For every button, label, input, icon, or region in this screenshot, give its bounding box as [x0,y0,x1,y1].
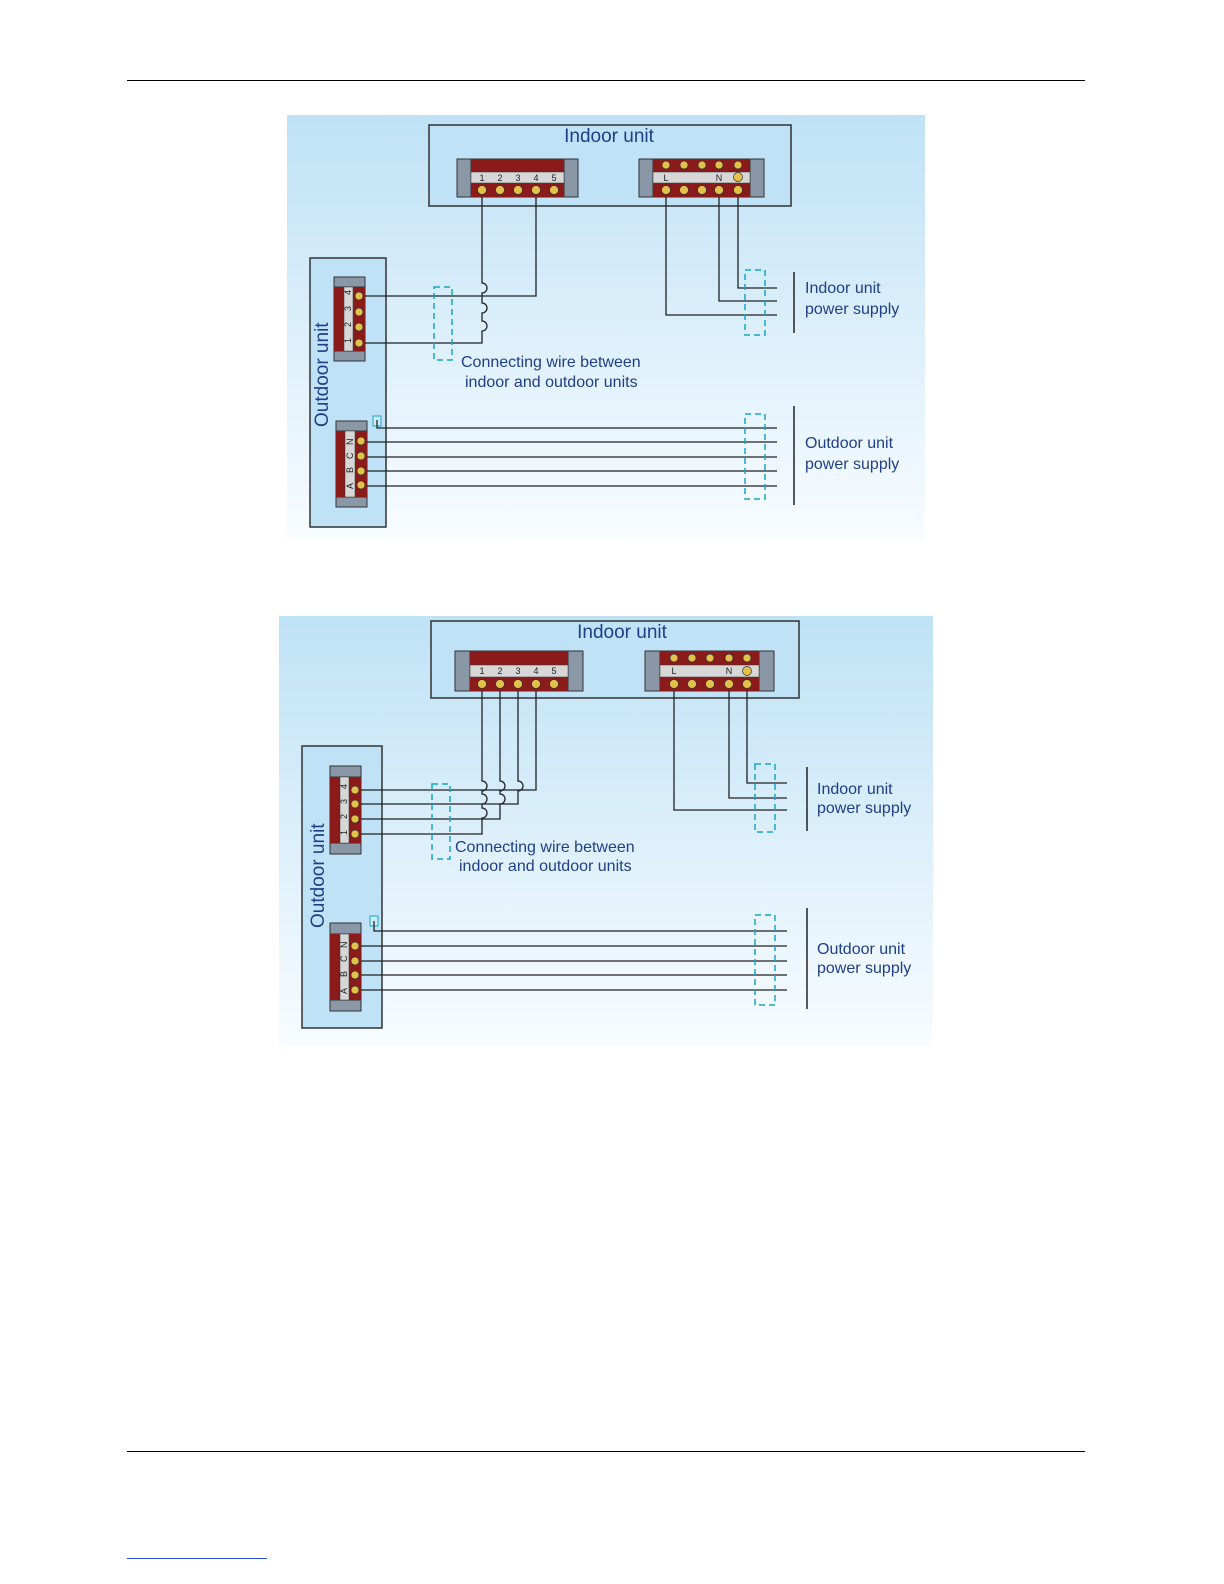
indoor-supply-label-1: Indoor unit [817,781,893,798]
ground-icon [733,172,743,182]
outdoor-terminal-2: 2 [343,322,353,327]
connecting-wire [365,197,537,297]
terminal-L: L [671,666,676,676]
connecting-wire-label-2: indoor and outdoor units [465,374,638,391]
connecting-wire [361,691,524,805]
indoor-signal-terminal-block: 1 2 3 4 5 [456,158,579,198]
outdoor-terminal-A: A [345,483,355,489]
indoor-power-terminal-block: L N [638,158,765,198]
wiring-diagram-1: Indoor unit 1 2 3 4 5 L N [287,115,925,540]
indoor-power-wire [673,691,787,811]
terminal-1: 1 [479,173,484,183]
outdoor-terminal-N: N [339,942,349,949]
connecting-wire-shield [431,783,451,860]
indoor-power-wire [746,691,787,784]
terminal-2: 2 [497,173,502,183]
outdoor-power-wire [376,420,777,429]
outdoor-terminal-C: C [345,452,355,459]
outdoor-unit-title: Outdoor unit [312,322,333,427]
outdoor-terminal-2: 2 [339,814,349,819]
outdoor-supply-shield [744,413,766,500]
outdoor-supply-label-1: Outdoor unit [805,435,894,452]
outdoor-terminal-N: N [345,439,355,446]
outdoor-power-wire [373,921,787,932]
wiring-diagram-2: Indoor unit 1 2 3 4 5 L N O [279,616,933,1046]
terminal-L: L [663,173,668,183]
terminal-1: 1 [479,666,484,676]
indoor-power-terminal-block: L N [644,650,775,692]
terminal-4: 4 [533,173,538,183]
outdoor-terminal-1: 1 [343,338,353,343]
terminal-4: 4 [533,666,538,676]
connecting-wire [361,691,537,791]
terminal-3: 3 [515,666,520,676]
ground-icon [742,666,752,676]
connecting-wire-shield [433,286,453,361]
outdoor-terminal-A: A [339,988,349,994]
outdoor-signal-terminal-block: 1 2 3 4 [333,276,366,362]
terminal-3: 3 [515,173,520,183]
connecting-wire-label-1: Connecting wire between [455,839,635,856]
wiring [361,691,787,991]
outdoor-terminal-B: B [339,971,349,977]
outdoor-supply-label-2: power supply [805,456,899,473]
outdoor-terminal-1: 1 [339,830,349,835]
indoor-unit-title: Indoor unit [577,622,668,643]
connecting-wire [365,197,488,344]
indoor-supply-shield [754,763,776,833]
outdoor-terminal-3: 3 [339,799,349,804]
indoor-power-wire [737,197,777,289]
indoor-power-wire [665,197,777,316]
outdoor-supply-label-2: power supply [817,960,911,977]
connecting-wire-label-2: indoor and outdoor units [459,858,632,875]
outdoor-unit-title: Outdoor unit [308,823,329,928]
outdoor-terminal-4: 4 [339,784,349,789]
outdoor-supply-label-1: Outdoor unit [817,941,906,958]
indoor-unit-title: Indoor unit [564,126,655,147]
footer-rule [127,1451,1085,1452]
connecting-wire [361,691,488,835]
indoor-supply-label-2: power supply [817,800,911,817]
outdoor-terminal-4: 4 [343,290,353,295]
outdoor-supply-shield [754,914,776,1006]
outdoor-terminal-C: C [339,955,349,962]
terminal-2: 2 [497,666,502,676]
outdoor-power-terminal-block: A B C N [335,415,382,508]
wiring [365,197,777,487]
indoor-power-wire [728,691,787,799]
indoor-power-wire [718,197,777,302]
connecting-wire-label-1: Connecting wire between [461,354,641,371]
terminal-N: N [726,666,733,676]
footer-link-underline[interactable] [127,1558,267,1559]
indoor-supply-label-2: power supply [805,301,899,318]
indoor-supply-shield [744,269,766,336]
terminal-5: 5 [551,666,556,676]
indoor-signal-terminal-labels: 1 2 3 4 5 [479,173,556,183]
terminal-5: 5 [551,173,556,183]
outdoor-signal-terminal-block: 1 2 3 4 [329,765,362,855]
indoor-supply-label-1: Indoor unit [805,280,881,297]
outdoor-power-terminal-block: A B C N [329,915,379,1012]
terminal-N: N [716,173,723,183]
outdoor-terminal-B: B [345,467,355,473]
outdoor-terminal-3: 3 [343,306,353,311]
indoor-signal-terminal-block: 1 2 3 4 5 [454,650,584,692]
header-rule [127,80,1085,81]
